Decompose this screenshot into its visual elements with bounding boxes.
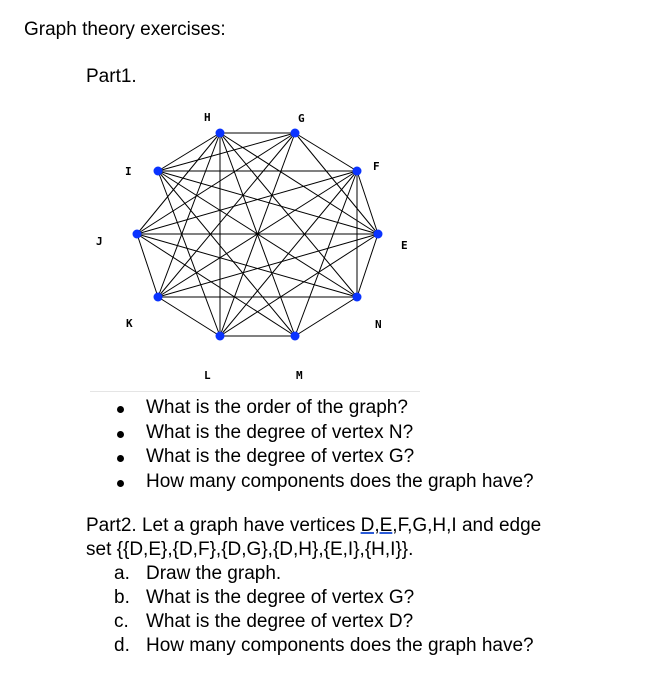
edge-g-f: [294, 132, 358, 172]
vertex-label-m: M: [296, 369, 303, 382]
vertex-label-g: G: [298, 112, 305, 125]
question-item: d.How many components does the graph hav…: [114, 635, 534, 656]
edge-j-n: [136, 233, 358, 298]
question-item: a.Draw the graph.: [114, 563, 282, 584]
edge-g-k: [157, 132, 296, 298]
part2-questions: a.Draw the graph. b.What is the degree o…: [110, 562, 534, 658]
vertex-label-n: N: [375, 318, 382, 331]
vertex-label-k: K: [126, 317, 133, 330]
graph-figure: H G I F J E K N L M: [96, 111, 408, 382]
question-item: c.What is the degree of vertex D?: [114, 611, 414, 632]
edge-f-k: [157, 170, 358, 298]
page-title: Graph theory exercises:: [24, 19, 226, 40]
edge-i-e: [157, 170, 379, 235]
edge-j-m: [136, 233, 296, 337]
question-item: What is the order of the graph?: [110, 396, 534, 421]
vertex-label-h: H: [204, 111, 211, 124]
vertex-i: [153, 166, 163, 176]
divider: [90, 391, 420, 392]
graph-vertices: [132, 128, 383, 341]
edge-m-n: [294, 296, 358, 337]
question-item: b.What is the degree of vertex G?: [114, 587, 415, 608]
edge-j-f: [136, 170, 358, 235]
vertex-j: [132, 229, 142, 239]
edge-k-l: [157, 296, 221, 337]
edge-e-n: [356, 233, 379, 298]
vertex-label-j: J: [96, 235, 103, 248]
edge-f-e: [356, 170, 379, 235]
edge-h-e: [219, 132, 379, 235]
vertex-f: [352, 166, 362, 176]
part1-questions: What is the order of the graph? What is …: [110, 396, 534, 494]
part1-heading: Part1.: [86, 66, 137, 87]
vertex-n: [352, 292, 362, 302]
vertex-m: [290, 331, 300, 341]
vertex-label-i: I: [125, 165, 132, 178]
graph-edges: [136, 132, 379, 337]
question-item: What is the degree of vertex G?: [110, 445, 534, 470]
edge-h-n: [219, 132, 358, 298]
edge-f-l: [219, 170, 358, 337]
edge-j-k: [136, 233, 159, 298]
question-item: How many components does the graph have?: [110, 470, 534, 495]
edge-m-f: [294, 170, 358, 337]
vertex-label-l: L: [204, 369, 211, 382]
part2-statement: Part2. Let a graph have vertices D,E,F,G…: [86, 515, 542, 560]
edge-l-e: [219, 233, 379, 337]
edge-h-k: [157, 132, 221, 298]
edge-h-i: [157, 132, 221, 172]
edge-i-l: [157, 170, 221, 337]
vertex-l: [215, 331, 225, 341]
edge-k-e: [157, 233, 379, 298]
edge-g-i: [157, 132, 296, 172]
vertex-label-f: F: [373, 160, 380, 173]
underlined-vertices: D,E: [360, 515, 393, 536]
graph-vertex-labels: H G I F J E K N L M: [96, 111, 408, 382]
edge-g-j: [136, 132, 296, 235]
vertex-h: [215, 128, 225, 138]
vertex-k: [153, 292, 163, 302]
vertex-label-e: E: [401, 239, 408, 252]
vertex-e: [373, 229, 383, 239]
question-item: What is the degree of vertex N?: [110, 421, 534, 446]
vertex-g: [290, 128, 300, 138]
